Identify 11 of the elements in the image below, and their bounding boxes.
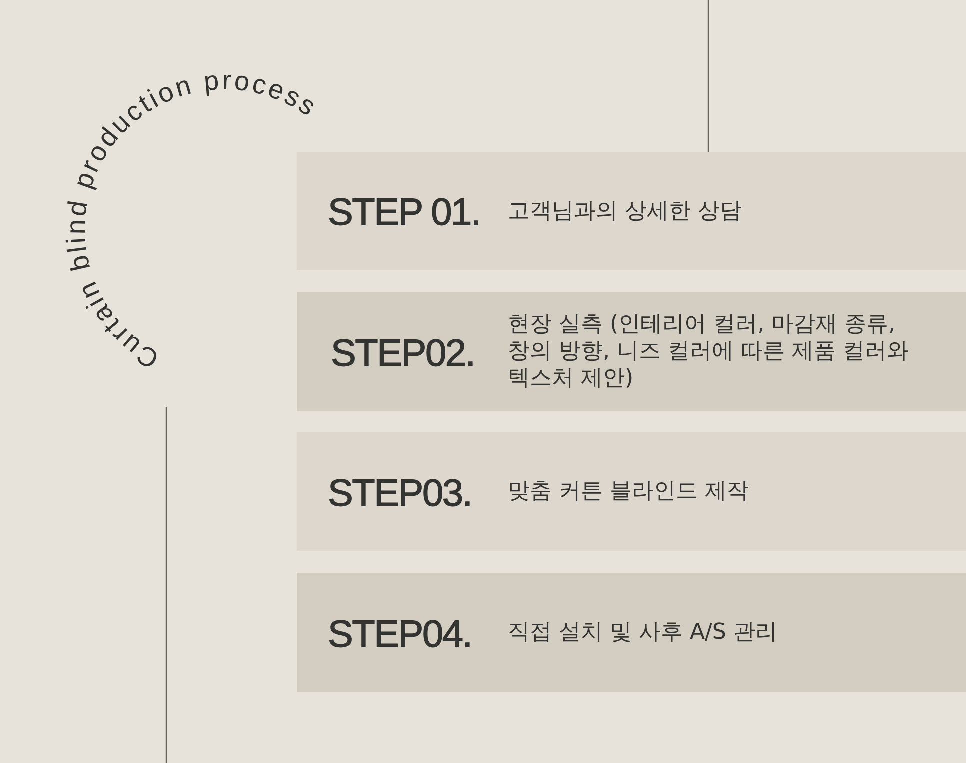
step-band: [297, 573, 966, 692]
step-label: STEP04.: [328, 616, 472, 654]
step-label: STEP02.: [331, 335, 475, 373]
step-description: 맞춤 커튼 블라인드 제작: [508, 478, 750, 505]
step-description: 직접 설치 및 사후 A/S 관리: [508, 619, 778, 646]
step-label: STEP 01.: [328, 194, 480, 232]
step-band: [297, 292, 966, 411]
step-band: [297, 152, 966, 270]
step-label: STEP03.: [328, 475, 472, 513]
step-description: 고객님과의 상세한 상담: [508, 198, 743, 225]
step-description: 현장 실측 (인테리어 컬러, 마감재 종류, 창의 방향, 니즈 컬러에 따른 제품 컬러와 텍스처 제안): [508, 311, 910, 392]
